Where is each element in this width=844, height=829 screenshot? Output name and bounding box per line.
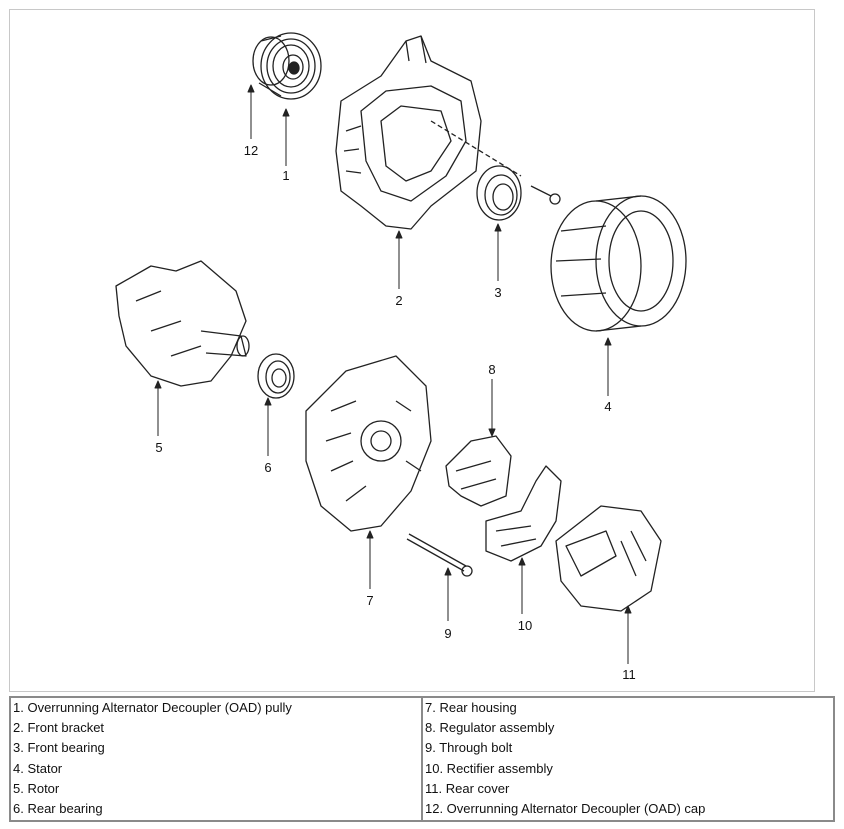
regulator-part [445, 435, 512, 507]
through-bolt-part [406, 533, 473, 577]
stator-part [550, 195, 687, 332]
callout-8: 8 [488, 362, 495, 377]
callout-10: 10 [518, 618, 532, 633]
callout-9: 9 [444, 626, 451, 641]
callout-11: 11 [622, 667, 636, 682]
legend-item: 7. Rear housing [425, 700, 517, 715]
oad-pulley-part [252, 32, 322, 100]
legend-item: 12. Overrunning Alternator Decoupler (OA… [425, 800, 706, 816]
callout-1: 1 [282, 168, 289, 183]
legend-item: 11. Rear cover [425, 780, 510, 796]
callout-6: 6 [264, 460, 271, 475]
callout-3: 3 [494, 285, 501, 300]
rear-cover-part [555, 505, 662, 612]
callout-4: 4 [604, 399, 611, 414]
legend-item: 9. Through bolt [425, 740, 513, 756]
legend-column-left: 1. Overrunning Alternator Decoupler (OAD… [11, 698, 421, 820]
legend-item: 1. Overrunning Alternator Decoupler (OAD… [13, 700, 292, 715]
legend-item: 2. Front bracket [13, 720, 105, 736]
legend-item: 10. Rectifier assembly [425, 760, 553, 776]
callout-5: 5 [155, 440, 162, 455]
rear-bearing-part [257, 353, 295, 399]
exploded-diagram: 1 2 3 4 5 6 7 8 9 10 11 12 [9, 9, 815, 692]
front-bearing-part [476, 165, 561, 221]
callout-7: 7 [366, 593, 373, 608]
rectifier-part [485, 465, 562, 562]
legend-item: 6. Rear bearing [13, 800, 103, 816]
parts-legend-table: 1. Overrunning Alternator Decoupler (OAD… [9, 696, 835, 822]
legend-column-right: 7. Rear housing 8. Regulator assembly 9.… [421, 698, 833, 820]
callout-12: 12 [244, 143, 258, 158]
rear-housing-part [305, 355, 432, 532]
legend-item: 4. Stator [13, 760, 63, 776]
leader-lines [154, 84, 632, 664]
legend-item: 3. Front bearing [13, 740, 105, 756]
front-bracket-part [335, 35, 522, 230]
callout-2: 2 [395, 293, 402, 308]
legend-item: 8. Regulator assembly [425, 720, 555, 736]
rotor-part [115, 260, 250, 387]
legend-item: 5. Rotor [13, 780, 60, 796]
